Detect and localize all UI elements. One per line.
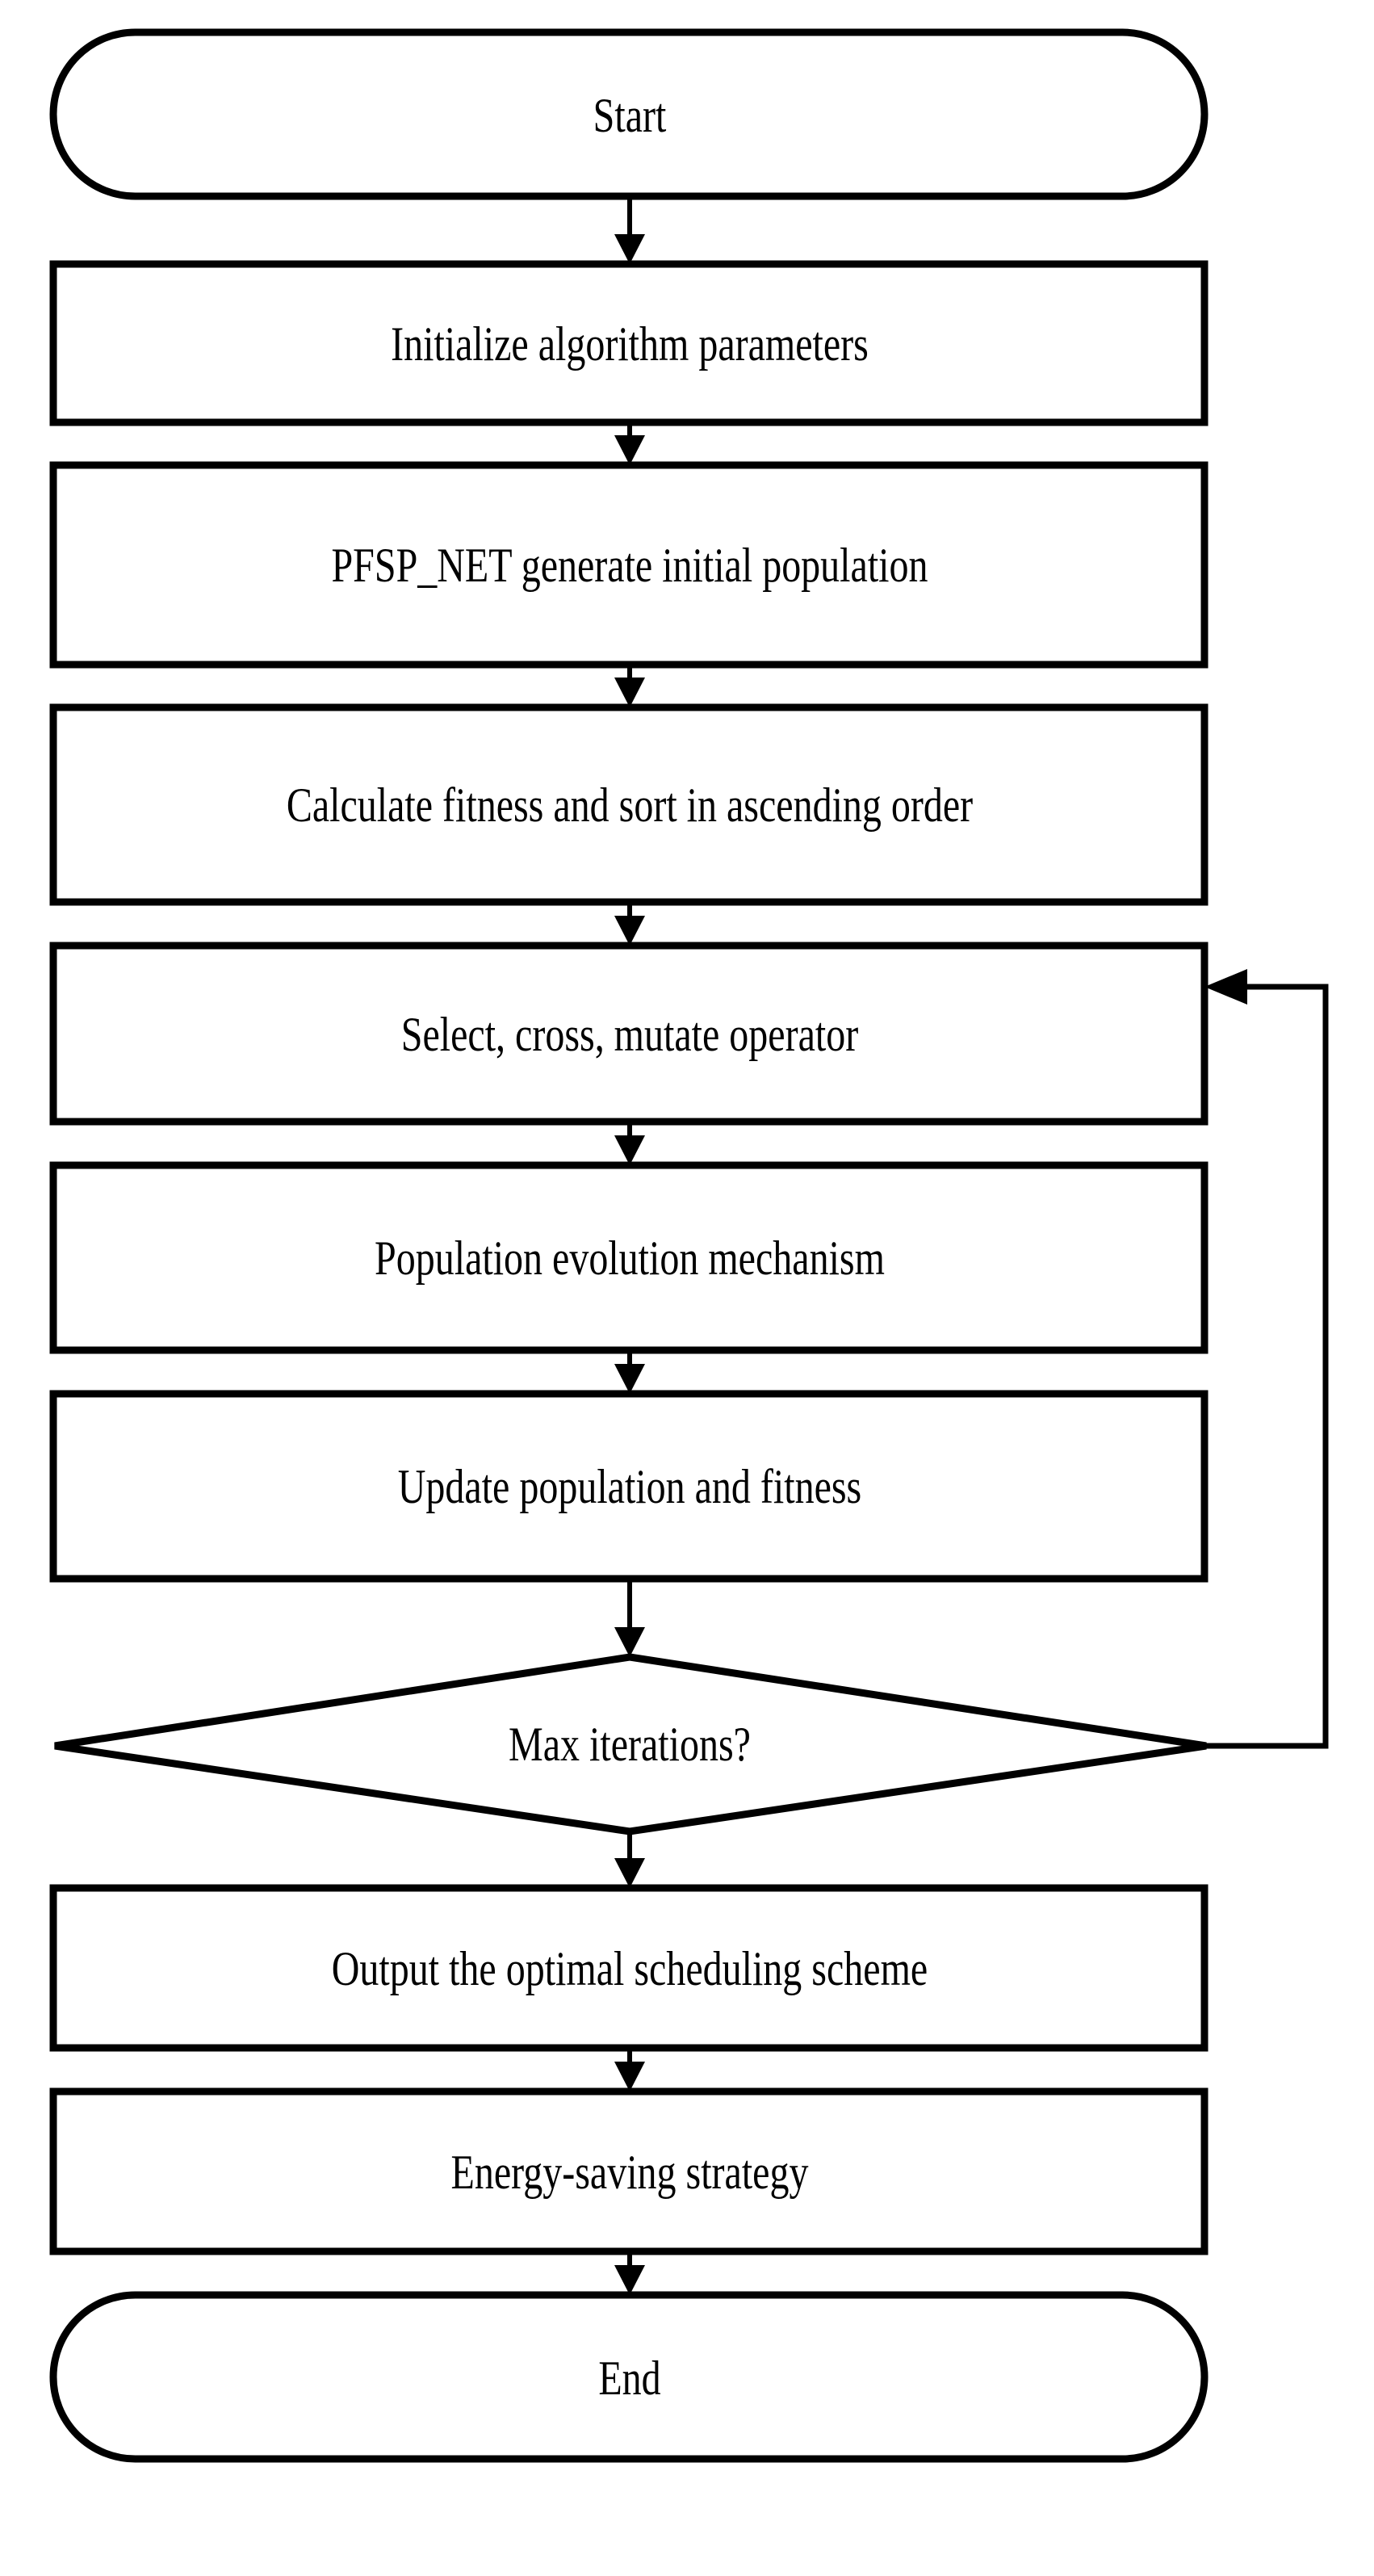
node-init[interactable]: Initialize algorithm parameters (49, 260, 1209, 426)
node-maxiter[interactable]: Max iterations? (54, 1653, 1207, 1836)
node-genpop-label: PFSP_NET generate initial population (331, 539, 928, 592)
node-genpop[interactable]: PFSP_NET generate initial population (49, 461, 1209, 669)
node-maxiter-label: Max iterations? (509, 1718, 751, 1771)
node-init-label: Initialize algorithm parameters (391, 317, 869, 371)
edge-output-to-energy (614, 2048, 645, 2091)
edge-start-to-init (614, 196, 645, 264)
edge-evolution-to-update (614, 1350, 645, 1394)
node-operators-label: Select, cross, mutate operator (401, 1008, 858, 1061)
node-end-label: End (598, 2352, 660, 2405)
node-start-label: Start (593, 89, 667, 142)
edge-energy-to-end (614, 2251, 645, 2295)
edge-init-to-genpop (614, 422, 645, 465)
node-output-label: Output the optimal scheduling scheme (332, 1942, 928, 1995)
edge-update-to-maxiter (614, 1579, 645, 1657)
node-end[interactable]: End (49, 2291, 1209, 2463)
node-evolution[interactable]: Population evolution mechanism (49, 1161, 1209, 1354)
node-fitness[interactable]: Calculate fitness and sort in ascending … (49, 703, 1209, 906)
edge-maxiter-to-output (614, 1831, 645, 1888)
node-operators[interactable]: Select, cross, mutate operator (49, 942, 1209, 1126)
node-start[interactable]: Start (49, 28, 1209, 200)
node-evolution-label: Population evolution mechanism (375, 1231, 885, 1285)
node-output[interactable]: Output the optimal scheduling scheme (49, 1884, 1209, 2052)
edge-operators-to-evolution (614, 1122, 645, 1165)
edge-maxiter-feedback-to-operators (1204, 969, 1329, 1749)
node-energy[interactable]: Energy-saving strategy (49, 2087, 1209, 2255)
edge-fitness-to-operators (614, 902, 645, 946)
edge-genpop-to-fitness (614, 665, 645, 707)
node-fitness-label: Calculate fitness and sort in ascending … (287, 778, 973, 832)
node-energy-label: Energy-saving strategy (451, 2146, 809, 2199)
node-update-label: Update population and fitness (398, 1460, 862, 1513)
node-update[interactable]: Update population and fitness (49, 1390, 1209, 1583)
